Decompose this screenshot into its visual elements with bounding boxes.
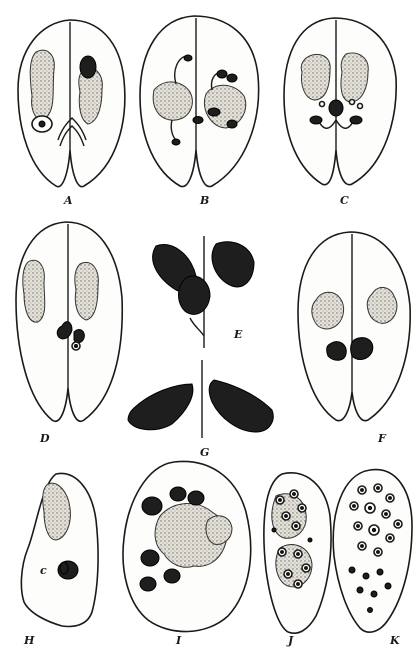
- figure-a: A: [18, 20, 125, 207]
- figure-g: G: [128, 360, 273, 459]
- label-e: E: [233, 328, 243, 341]
- label-i: I: [175, 634, 182, 647]
- figure-e: E: [153, 236, 254, 348]
- figure-b: B: [140, 16, 259, 207]
- label-b: B: [199, 194, 209, 207]
- figure-c: C: [284, 18, 396, 207]
- label-h-inner: c: [40, 564, 47, 577]
- label-d: D: [39, 432, 50, 445]
- label-h: H: [23, 634, 35, 647]
- label-j: J: [286, 634, 294, 647]
- figure-f: F: [298, 232, 410, 445]
- label-f: F: [377, 432, 387, 445]
- figure-i: I: [123, 461, 251, 647]
- figure-h: c H: [21, 473, 98, 647]
- label-k: K: [389, 634, 400, 647]
- figure-k: K: [333, 470, 412, 647]
- figure-j: J: [264, 473, 331, 647]
- figure-d: D: [16, 222, 122, 445]
- label-a: A: [63, 194, 73, 207]
- label-c: C: [340, 194, 349, 207]
- label-g: G: [200, 446, 209, 459]
